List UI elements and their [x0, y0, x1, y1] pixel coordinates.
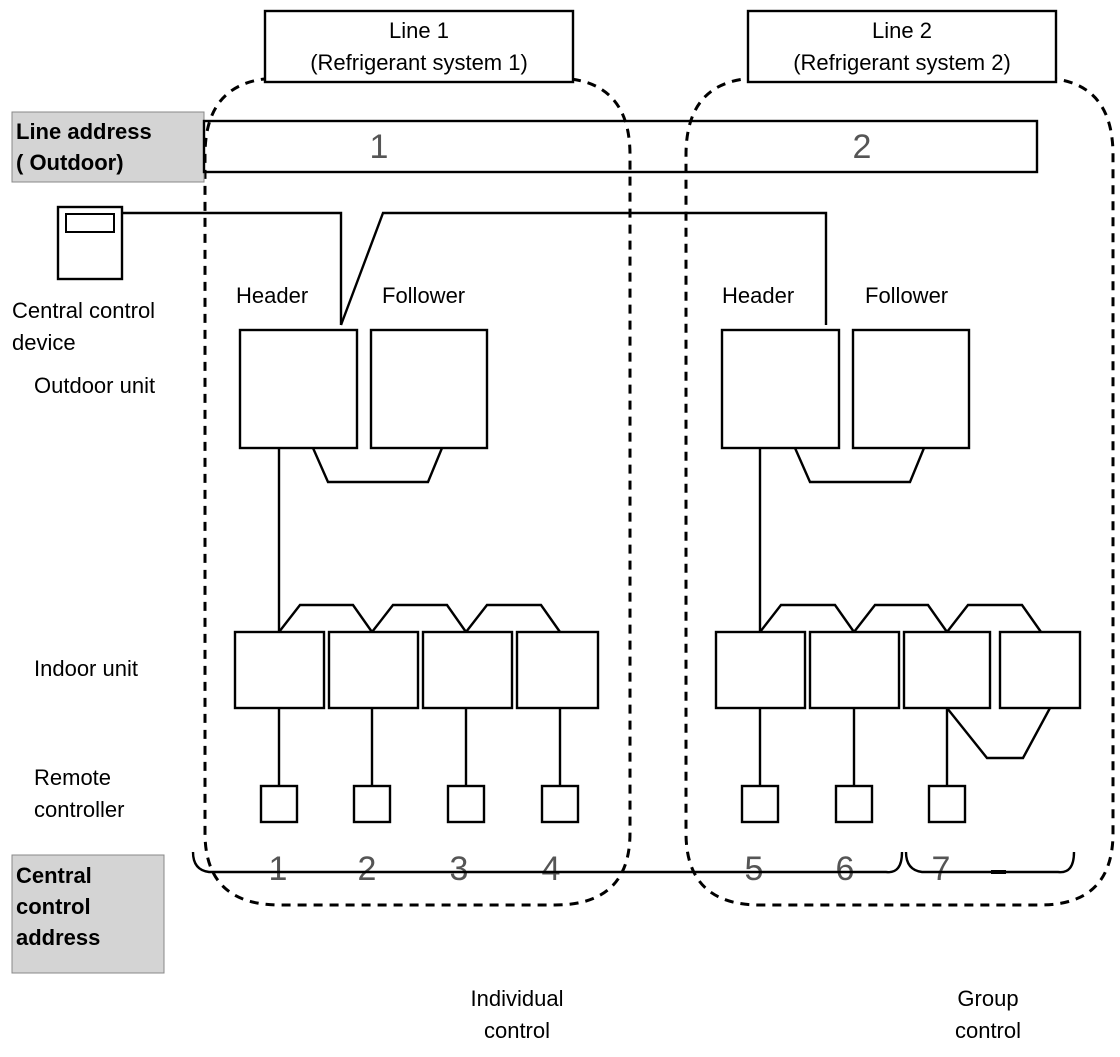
line1-indoor-unit-2 — [327, 630, 420, 710]
line1-enclosure — [203, 76, 632, 907]
central-address-4: 4 — [542, 850, 561, 888]
line1-title: Line 1 — [389, 18, 449, 43]
line1-title-box: Line 1 (Refrigerant system 1) — [263, 9, 575, 84]
line1-remote-controller-3 — [446, 784, 486, 824]
line2-indoor-link-3 — [946, 603, 1042, 633]
line1-subtitle: (Refrigerant system 1) — [310, 50, 528, 75]
line1-header-outdoor-unit — [238, 328, 359, 450]
line1-header-label: Header — [236, 283, 308, 308]
line2-indoor-link-1 — [759, 603, 855, 633]
line2-indoor-unit-2 — [808, 630, 901, 710]
line2-outdoor-link — [793, 447, 926, 484]
line2-follower-outdoor-unit — [851, 328, 971, 450]
line-address-label-box — [11, 111, 205, 183]
central-address-2: 2 — [358, 850, 377, 888]
central-control-address-label-1: Central — [16, 863, 92, 888]
group-control-label-2: control — [955, 1018, 1021, 1043]
group-control-label: Group — [957, 986, 1018, 1011]
line1-indoor-link-2 — [371, 603, 467, 633]
line-address-sublabel: ( Outdoor) — [16, 150, 124, 175]
central-address-6: 6 — [836, 850, 855, 888]
central-control-address-label-box — [11, 854, 165, 974]
line2-indoor-link-2 — [853, 603, 948, 633]
line-address-bar — [202, 119, 1039, 174]
central-address-7: 7 — [932, 850, 951, 888]
line-address-2: 2 — [853, 128, 872, 166]
central-address-3: 3 — [450, 850, 469, 888]
individual-control-label-2: control — [484, 1018, 550, 1043]
group-control-bracket — [904, 851, 1076, 874]
line-address-label: Line address — [16, 119, 152, 144]
central-control-device-label: Central control — [12, 298, 155, 323]
line1-remote-controller-4 — [540, 784, 580, 824]
central-control-wire-line2 — [339, 211, 828, 326]
central-control-address-label-3: address — [16, 925, 100, 950]
indoor-unit-label: Indoor unit — [34, 656, 138, 681]
central-control-device — [56, 205, 124, 281]
line2-indoor-unit-3 — [902, 630, 992, 710]
line1-indoor-unit-1 — [233, 630, 326, 710]
line-address-1: 1 — [370, 128, 389, 166]
line2-indoor-unit-1 — [714, 630, 807, 710]
line2-indoor-unit-4 — [998, 630, 1082, 710]
line1-outdoor-link — [311, 447, 444, 484]
remote-controller-label: Remote — [34, 765, 111, 790]
line1-indoor-link-3 — [465, 603, 561, 633]
line2-remote-controller-1 — [740, 784, 780, 824]
line2-follower-label: Follower — [865, 283, 948, 308]
individual-control-bracket — [191, 851, 904, 874]
central-control-wire-line1 — [122, 211, 343, 325]
line2-remote-controller-3 — [927, 784, 967, 824]
line2-remote-controller-2 — [834, 784, 874, 824]
line1-follower-label: Follower — [382, 283, 465, 308]
central-address-1: 1 — [269, 850, 288, 888]
line2-title: Line 2 — [872, 18, 932, 43]
line1-remote-controller-1 — [259, 784, 299, 824]
line2-subtitle: (Refrigerant system 2) — [793, 50, 1011, 75]
outdoor-unit-label: Outdoor unit — [34, 373, 155, 398]
line1-indoor-unit-4 — [515, 630, 600, 710]
line2-enclosure — [684, 76, 1115, 907]
line1-indoor-unit-3 — [421, 630, 514, 710]
line2-title-box: Line 2 (Refrigerant system 2) — [746, 9, 1058, 84]
line1-remote-controller-2 — [352, 784, 392, 824]
central-control-address-label-2: control — [16, 894, 91, 919]
central-address-5: 5 — [745, 850, 764, 888]
individual-control-label: Individual — [471, 986, 564, 1011]
line1-indoor-link-1 — [278, 603, 373, 633]
line2-header-outdoor-unit — [720, 328, 841, 450]
central-control-device-label-2: device — [12, 330, 76, 355]
line1-follower-outdoor-unit — [369, 328, 489, 450]
line2-header-label: Header — [722, 283, 794, 308]
remote-controller-label-2: controller — [34, 797, 124, 822]
group-control-link — [946, 707, 1052, 760]
